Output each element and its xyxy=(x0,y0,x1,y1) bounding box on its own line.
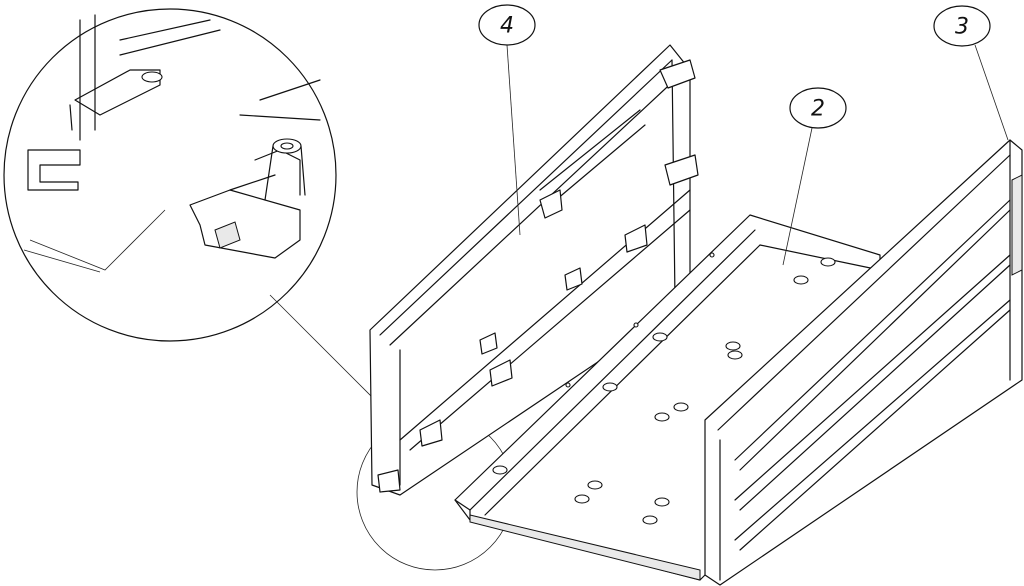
callout-2: 2 xyxy=(782,87,847,266)
callout-4-label: 4 xyxy=(500,14,514,39)
callout-3: 3 xyxy=(933,5,1009,141)
callout-2-label: 2 xyxy=(811,97,825,122)
tray-bosses xyxy=(492,257,836,525)
part-3-side-wall xyxy=(704,139,1023,586)
detail-contents xyxy=(23,14,321,273)
callout-4: 4 xyxy=(478,4,536,236)
part-4-rear-panel xyxy=(369,44,699,496)
callout-3-label: 3 xyxy=(955,15,969,40)
part-2-base-tray xyxy=(454,214,881,581)
detail-magnifier xyxy=(3,8,337,342)
